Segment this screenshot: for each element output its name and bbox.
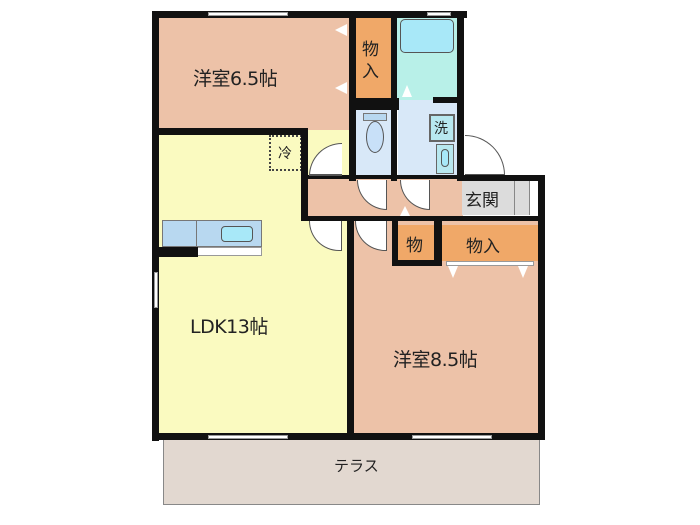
western-room-1 xyxy=(158,15,358,135)
toilet-tank xyxy=(363,113,387,121)
closet-top: 物 入 xyxy=(355,15,391,100)
kitchen-counter-base xyxy=(197,247,262,256)
bath-wall-bottom xyxy=(433,97,461,103)
closet-wall-bottom xyxy=(349,98,399,110)
refrigerator-space: 冷 xyxy=(269,135,302,171)
western-room-1-label: 洋室6.5帖 xyxy=(193,68,278,90)
ldk-wall-top xyxy=(152,128,307,135)
terrace-label: テラス xyxy=(334,457,379,475)
entrance: 玄関 xyxy=(462,180,530,215)
door-entrance[interactable] xyxy=(465,135,505,175)
wash-basin xyxy=(436,144,454,174)
closet-wall-left xyxy=(349,11,356,181)
closet-arrow-icon-1 xyxy=(335,24,347,36)
closet-top-label-1: 物 xyxy=(362,40,379,60)
storage-small: 物 xyxy=(398,225,434,260)
entrance-step xyxy=(514,180,515,215)
outer-wall-right xyxy=(538,175,545,440)
closet-wall-right xyxy=(391,11,397,181)
bath-door-arrow-icon xyxy=(402,85,412,97)
storage-wall-bottom xyxy=(392,260,442,266)
basin-bowl xyxy=(441,149,449,167)
closet-bottom-rail xyxy=(446,261,534,266)
closet-top-label-2: 入 xyxy=(362,62,379,82)
entrance-label: 玄関 xyxy=(465,191,499,211)
toilet-bowl xyxy=(366,121,384,153)
ldk-wall-right-lower xyxy=(347,218,354,438)
ldk-wall-right-upper xyxy=(301,128,308,218)
kitchen-sink xyxy=(221,226,253,242)
closet-bottom-label: 物入 xyxy=(466,237,500,257)
hallway-wall-top xyxy=(301,175,461,179)
hallway-wall-bottom xyxy=(301,216,545,221)
door-room1[interactable] xyxy=(309,143,342,176)
entrance-wall-top xyxy=(457,175,545,181)
terrace: テラス xyxy=(163,437,540,505)
window-left-ldk[interactable] xyxy=(154,272,158,308)
window-bottom-room2[interactable] xyxy=(412,435,492,439)
washing-machine: 洗 xyxy=(429,114,455,142)
closet-bottom-arrow-icon-1 xyxy=(448,266,458,278)
bathtub xyxy=(400,19,454,53)
ldk-label: LDK13帖 xyxy=(190,316,268,338)
outer-wall-right-bathroom xyxy=(457,11,464,181)
kitchen-counter xyxy=(162,220,262,247)
storage-wall-divider xyxy=(434,221,442,263)
toilet-room xyxy=(355,110,395,175)
kitchen-wall xyxy=(158,247,198,257)
storage-arrow-icon xyxy=(400,206,410,216)
washroom: 洗 xyxy=(398,100,458,175)
storage-small-label: 物 xyxy=(406,236,423,256)
closet-arrow-icon-2 xyxy=(335,82,347,94)
closet-bottom: 物入 xyxy=(442,225,538,261)
outer-wall-top-right xyxy=(350,11,467,18)
window-bottom-ldk[interactable] xyxy=(208,435,288,439)
refrigerator-label: 冷 xyxy=(278,146,292,162)
window-top-bath[interactable] xyxy=(427,12,451,16)
washroom-label: 洗 xyxy=(434,121,448,137)
window-top-room1[interactable] xyxy=(208,12,288,16)
outer-wall-left xyxy=(152,11,159,441)
storage-wall-left xyxy=(392,221,398,266)
kitchen-divider xyxy=(196,221,197,247)
closet-bottom-arrow-icon-2 xyxy=(518,266,528,278)
western-room-2-label: 洋室8.5帖 xyxy=(393,349,478,371)
